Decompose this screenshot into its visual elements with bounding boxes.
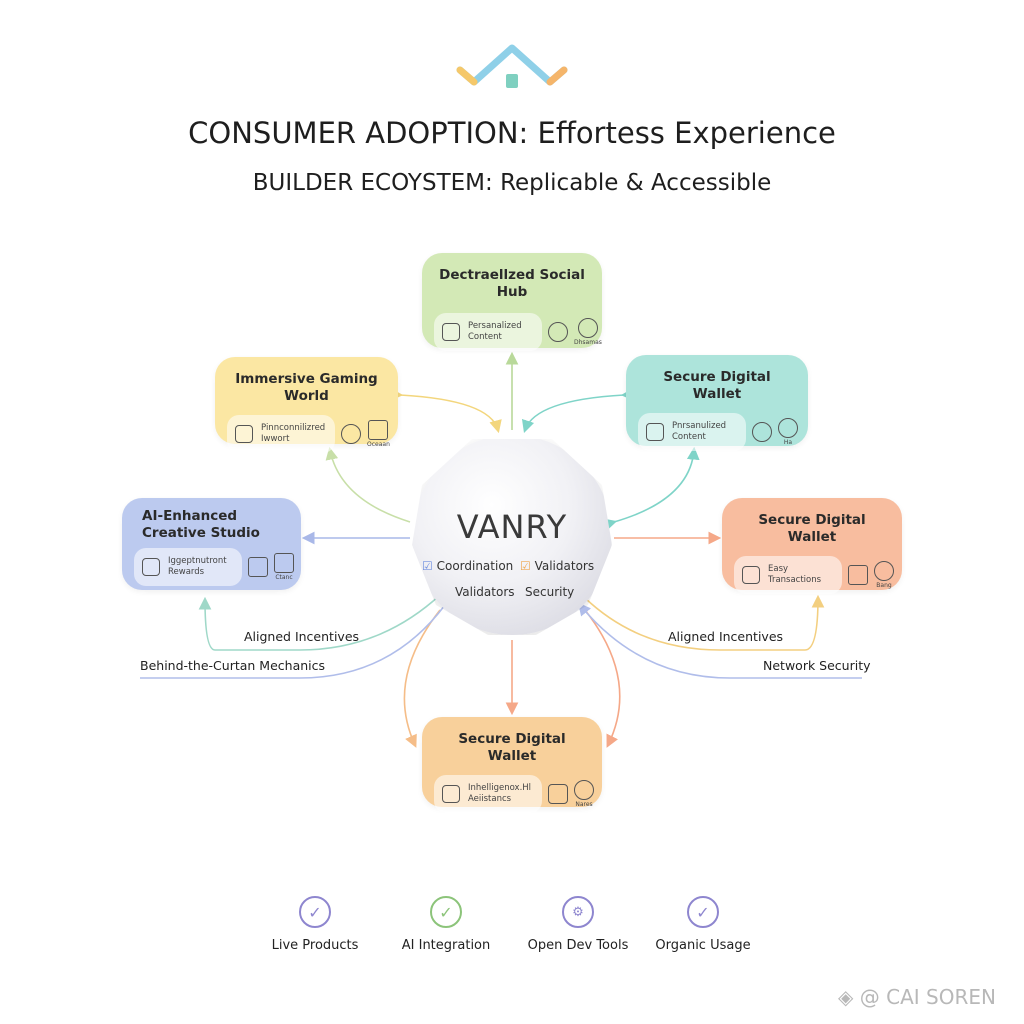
- coin-icon: [874, 561, 894, 581]
- folder-icon: [274, 553, 294, 573]
- page-subtitle: BUILDER ECOYSTEM: Replicable & Accessibl…: [252, 170, 772, 196]
- wallet-icon: [646, 423, 664, 441]
- icon-label: Dhsamas: [574, 339, 602, 346]
- box-icon: [548, 784, 568, 804]
- label-network-security: Network Security: [763, 658, 871, 673]
- icon-label: Ha: [783, 439, 793, 446]
- tag-validators-2: Validators: [455, 585, 515, 599]
- check-icon: ✓: [430, 896, 462, 928]
- node-title: Immersive Gaming World: [235, 371, 378, 404]
- vanry-gem: [412, 439, 612, 635]
- pill-label: Pinnconnilizred Iwwort: [261, 423, 326, 444]
- arrow-gaming: [390, 388, 502, 434]
- content-icon: [442, 323, 460, 341]
- line-left1: [198, 594, 441, 651]
- line-right1: [584, 594, 825, 651]
- arrow-wallet-teal: [521, 388, 634, 434]
- feature-live-products: ✓Live Products: [255, 896, 375, 953]
- icon-label: Oceaan: [367, 441, 390, 448]
- node-ai-studio[interactable]: AI-Enhanced Creative Studio Iggeptnutron…: [122, 498, 301, 590]
- diamond-icon: ◈: [838, 985, 854, 1009]
- node-wallet-bottom[interactable]: Secure Digital Wallet Inhelligenox.Hl Ae…: [422, 717, 602, 813]
- node-title: Secure Digital Wallet: [663, 369, 771, 402]
- chat-icon: [577, 318, 598, 338]
- arrow-gaming2: [325, 446, 411, 523]
- feature-open-dev-tools: ⚙Open Dev Tools: [518, 896, 638, 953]
- chat-icon: [574, 780, 594, 800]
- face-icon: [341, 424, 361, 444]
- house-logo-icon: [456, 44, 568, 88]
- icon-label: Ctanc: [275, 574, 293, 581]
- label-aligned-incentives-right: Aligned Incentives: [668, 629, 784, 644]
- label-aligned-incentives-left: Aligned Incentives: [244, 629, 360, 644]
- clock-icon: [778, 418, 798, 438]
- arrow-bottom-l: [403, 609, 441, 748]
- node-title: Dectraellzed Social Hub: [439, 267, 585, 300]
- check-icon: ✓: [687, 896, 719, 928]
- feature-ai-integration: ✓AI Integration: [386, 896, 506, 953]
- camera-icon: [248, 557, 268, 577]
- gamepad-icon: [235, 425, 253, 443]
- tag-coordination: ☑ Coordination: [422, 559, 514, 573]
- pill-label: Iggeptnutront Rewards: [168, 556, 227, 577]
- document-icon: [442, 785, 460, 803]
- check-icon: ☑: [422, 559, 433, 573]
- node-wallet-teal[interactable]: Secure Digital Wallet Pnrsanulized Conte…: [626, 355, 808, 451]
- icon-label: Bang: [876, 582, 892, 589]
- feature-organic-usage: ✓Organic Usage: [643, 896, 763, 953]
- pill-label: Easy Transactions: [768, 564, 822, 585]
- coin-icon: [752, 422, 772, 442]
- page-title: CONSUMER ADOPTION: Effortess Experience: [188, 116, 836, 150]
- node-gaming-world[interactable]: Immersive Gaming World Pinnconnilizred I…: [215, 357, 398, 453]
- label-behind-the-curtain: Behind-the-Curtan Mechanics: [140, 658, 326, 673]
- pill-label: Persanalized Content: [468, 321, 522, 342]
- pill-label: Pnrsanulized Content: [672, 421, 727, 442]
- line-right2: [577, 602, 862, 679]
- watermark: ◈ @ CAI SOREN: [838, 985, 996, 1009]
- chart-icon: [742, 566, 760, 584]
- node-title: Secure Digital Wallet: [758, 512, 866, 545]
- arrow-bottom-r: [584, 609, 621, 748]
- node-social-hub[interactable]: Dectraellzed Social Hub Persanalized Con…: [422, 253, 602, 351]
- tag-validators: ☑ Validators: [520, 559, 595, 573]
- icon-label: Nares: [575, 801, 593, 808]
- node-title: AI-Enhanced Creative Studio: [142, 508, 260, 541]
- wallet-icon: [848, 565, 868, 585]
- shield-icon: [142, 558, 160, 576]
- node-title: Secure Digital Wallet: [458, 731, 566, 764]
- check-icon: ☑: [520, 559, 531, 573]
- arrow-wallet-teal2: [602, 446, 700, 531]
- window-icon: [368, 420, 389, 440]
- pill-label: Inhelligenox.Hl Aeiistancs: [468, 783, 532, 804]
- check-icon: ✓: [299, 896, 331, 928]
- tools-icon: ⚙: [562, 896, 594, 928]
- node-wallet-orange[interactable]: Secure Digital Wallet Easy Transactions …: [722, 498, 902, 594]
- line-left2: [140, 604, 446, 679]
- user-icon: [548, 322, 568, 342]
- center-title: VANRY: [456, 508, 568, 546]
- tag-security: Security: [525, 585, 575, 599]
